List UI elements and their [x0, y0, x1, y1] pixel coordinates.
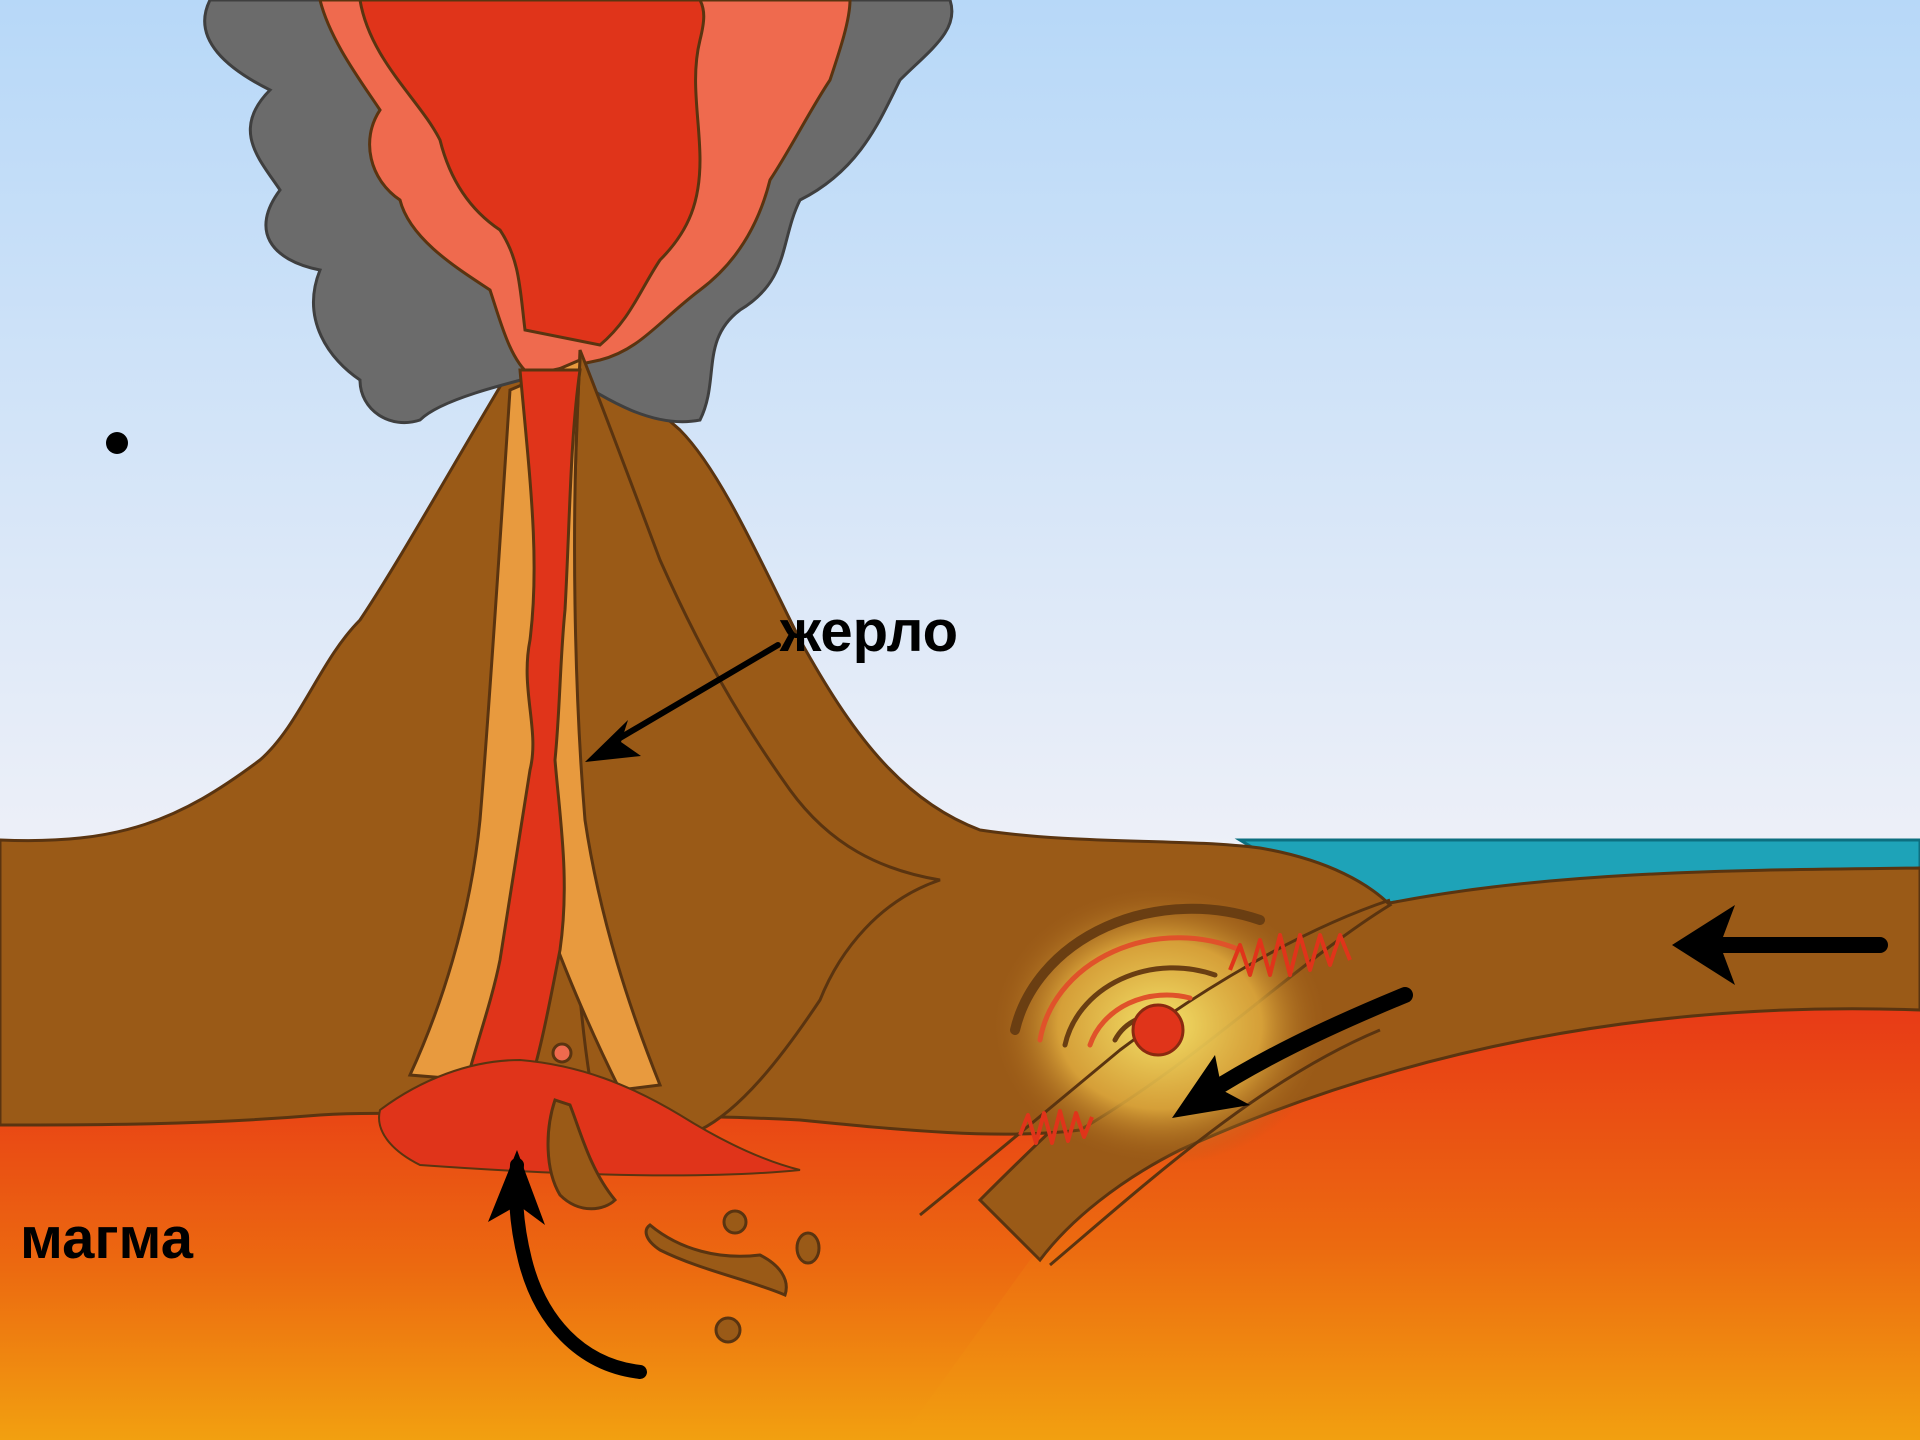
vent-label: жерло — [780, 603, 958, 661]
magma-label: магма — [20, 1210, 193, 1268]
sky-dot — [106, 432, 128, 454]
rock-fragment — [716, 1318, 740, 1342]
rock-fragment — [797, 1233, 819, 1263]
rock-fragment — [724, 1211, 746, 1233]
rock-fragment — [553, 1044, 571, 1062]
earthquake-focus — [1133, 1005, 1183, 1055]
